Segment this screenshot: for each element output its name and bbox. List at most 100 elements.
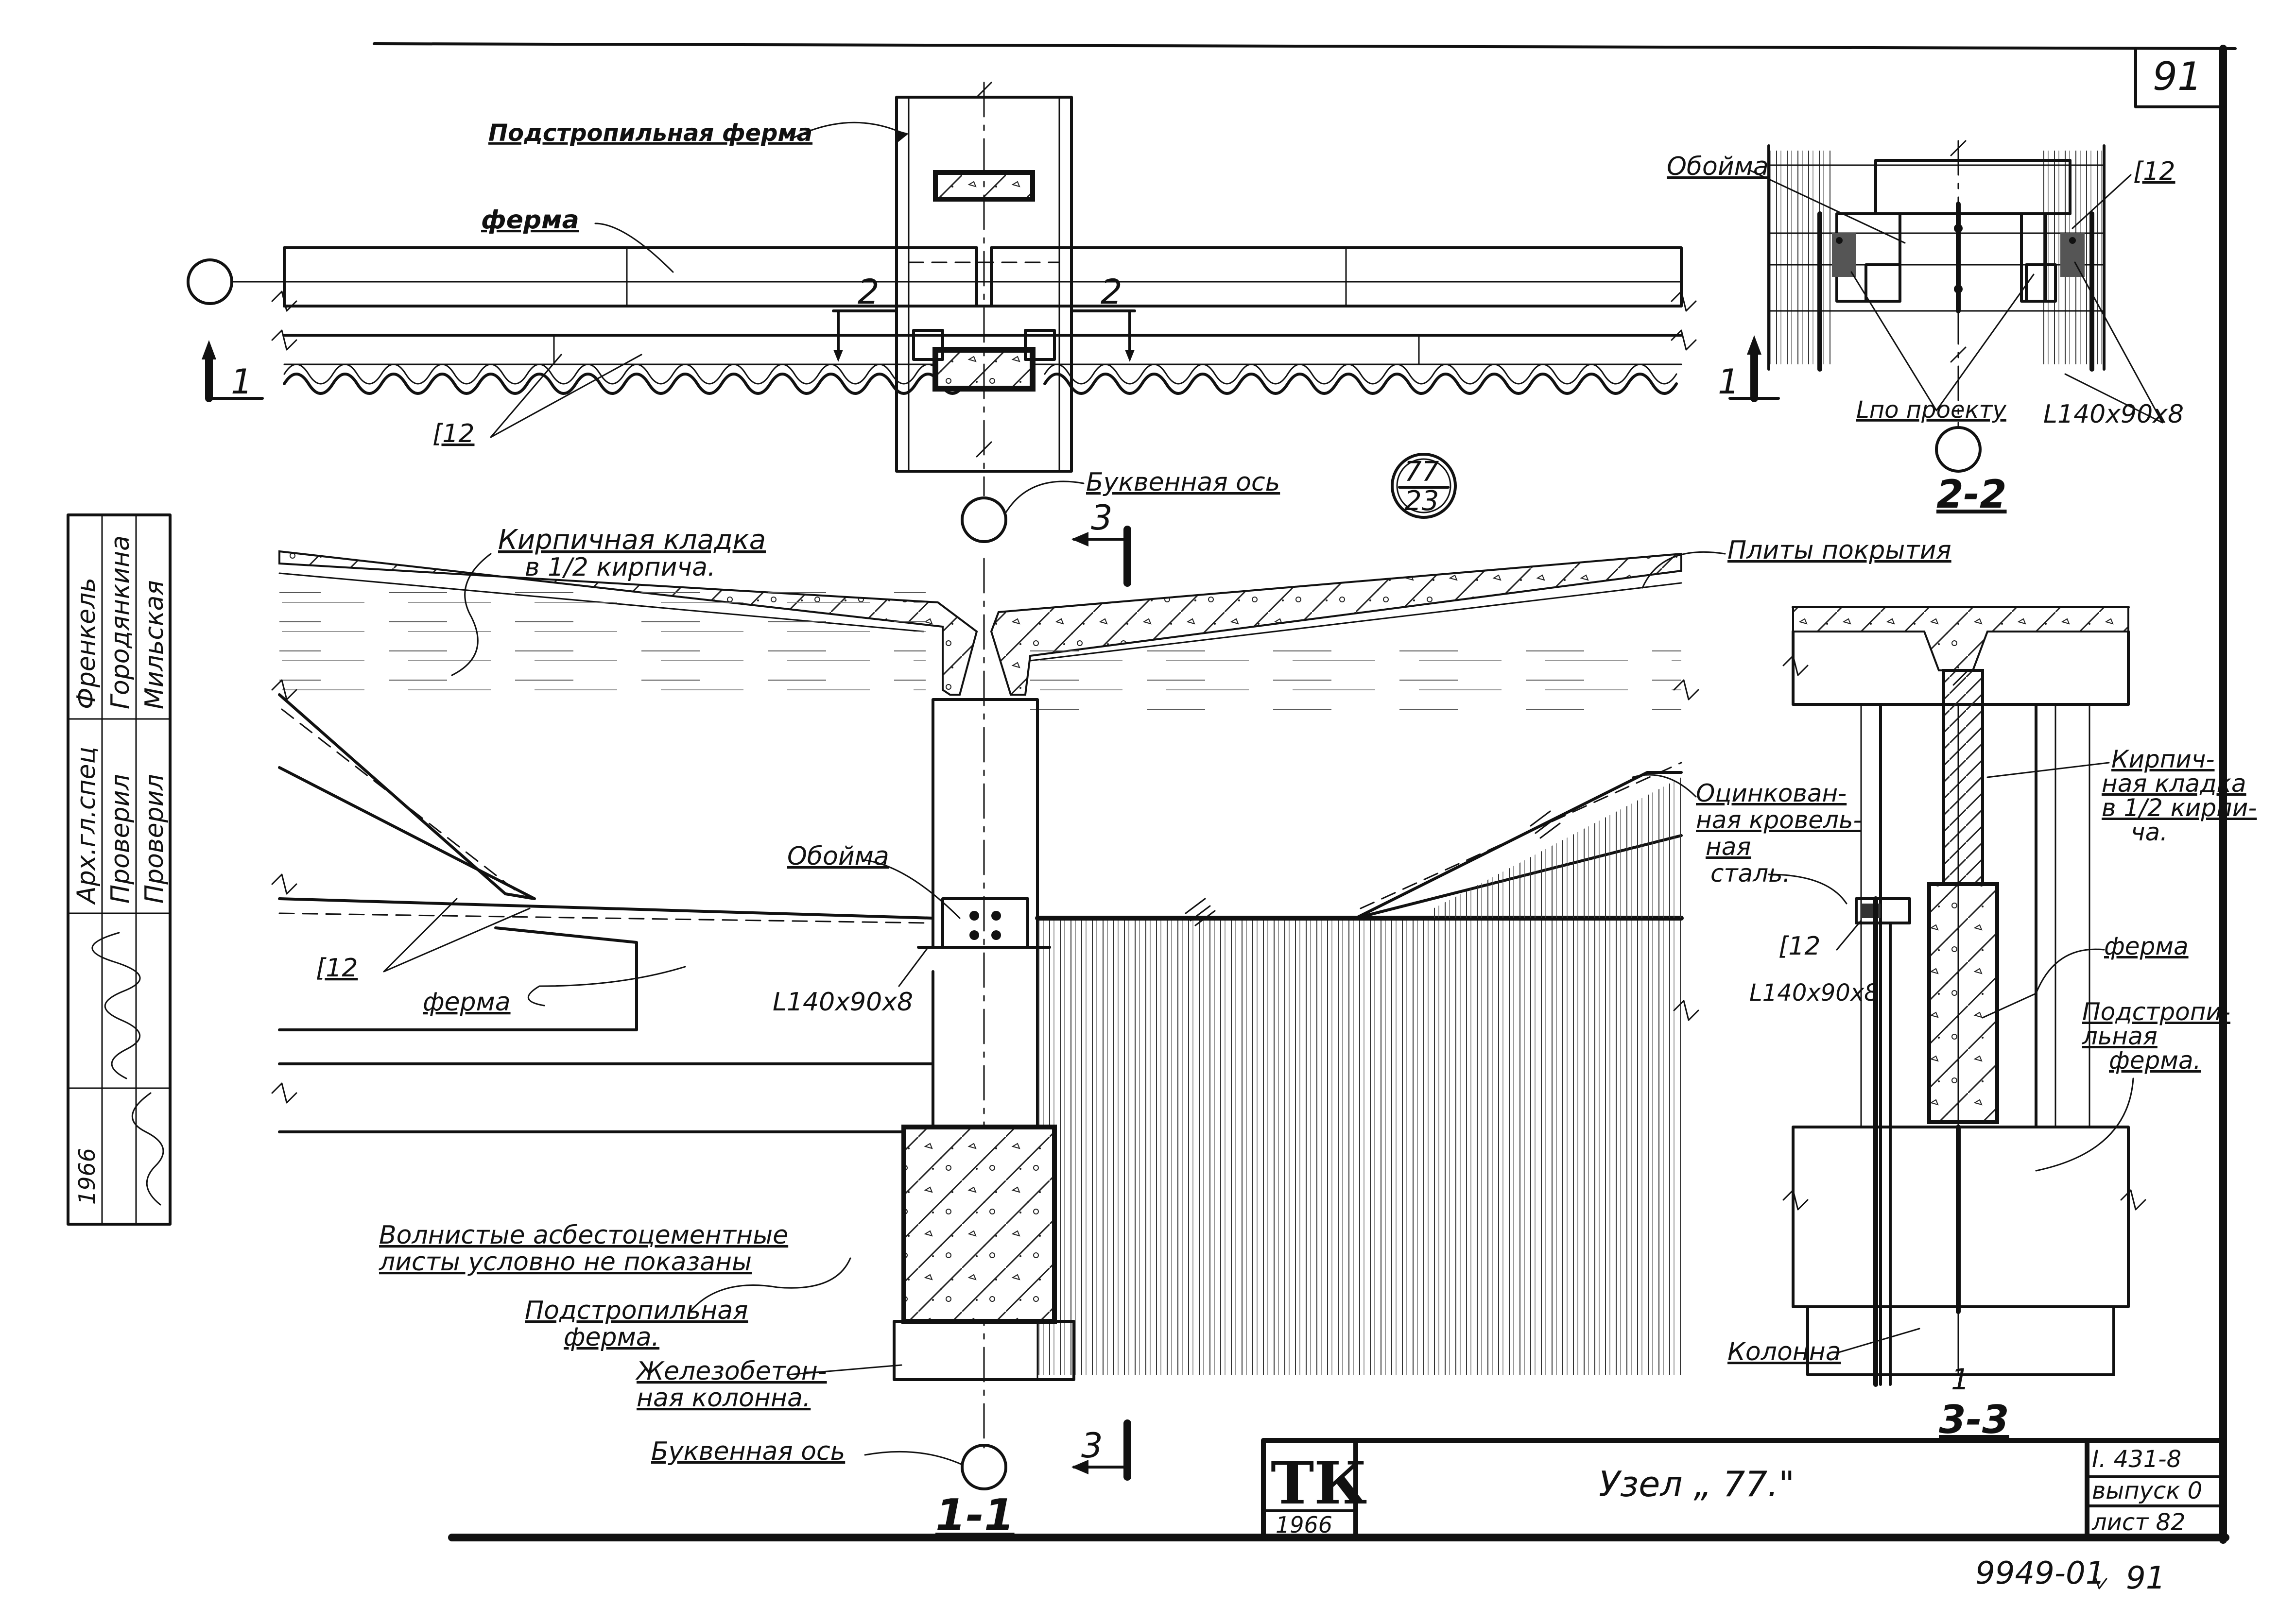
s33-label-kolonna: Колонна [1727,1337,1841,1367]
plan-leader-c12 [490,354,642,438]
side-stamp-role-1: Арх.гл.спец [72,747,101,905]
plan-label-podstrop-ferma: Подстропильная ферма [488,120,812,147]
s11-label-angle: L140x90x8 [773,988,913,1017]
s33-label-podstrop-1: Подстропи- [2082,998,2230,1026]
plan-axis-label: Буквенная ось [1086,468,1280,497]
s11-leader-ferma [528,966,686,1007]
title-block-title: Узел „ 77." [1599,1464,1795,1504]
title-block-series: I. 431-8 [2092,1446,2181,1473]
title-block-logo: ТК [1271,1449,1367,1518]
s11-label-zhb-2: ная колонна. [637,1384,811,1413]
s11-section-mark-3-bottom: 3 [1081,1426,1103,1466]
s33-label-kladka-3: в 1/2 кирпи- [2102,794,2257,822]
s33-leader-angle [1768,873,1847,905]
s11-label-plity: Плиты покрытия [1727,536,1951,565]
s33-label-kladka-4: ча. [2131,818,2168,846]
sheet-number: 91 [2153,54,2202,99]
s11-label-kladka-2: в 1/2 кирпича. [525,553,716,582]
node-mark-bottom: 23 [1404,485,1439,517]
title-block-sheet-ref: лист 82 [2091,1509,2186,1536]
s11-leader-kladka [451,553,492,676]
s11-rc-column [901,1125,1057,1324]
s11-leader-ocink [1632,774,1697,798]
side-stamp-role-3: Проверил [140,774,169,904]
node-mark-top: 77 [1404,456,1439,488]
s11-label-podstrop-2: ферма. [564,1323,659,1352]
side-stamp-name-2: Городянкина [106,535,135,709]
s11-label-ocink-2: ная кровель- [1696,806,1862,834]
s22-title: 2-2 [1936,472,2007,517]
section-2-2 [1728,140,2106,473]
plan-section-mark-2-left: 2 [858,272,880,312]
plan-section-mark-2-right: 2 [1101,272,1122,312]
s33-leader-podstrop [2035,1077,2134,1172]
s33-leader-c12 [1836,920,1862,951]
side-stamp-signature-2 [132,1092,164,1206]
s33-label-podstrop-2: льная [2082,1022,2158,1050]
plan-view: 2 2 1 [187,82,1697,543]
plan-label-c12: [12 [432,419,474,448]
s33-brick [1942,669,1984,886]
s11-label-volnist-1: Волнистые асбестоцементные [379,1221,788,1250]
node-mark [1391,453,1457,519]
s33-leader-kolonna [1836,1328,1920,1354]
s33-label-ferma: ферма [2104,932,2189,960]
s11-label-ocink-1: Оцинкован- [1696,779,1847,807]
s22-leader-oboima [1748,169,1906,244]
s11-slab-left [278,550,978,696]
side-stamp-role-2: Проверил [106,774,135,904]
plan-leader-ferma [594,222,674,273]
s11-leader-angle [898,946,929,987]
s11-title: 1-1 [935,1490,1015,1541]
s11-label-ocink-4: сталь. [1710,859,1791,888]
s11-leader-oboima [862,859,961,919]
s22-label-c12: [12 [2133,157,2175,186]
s22-label-angle: L140x90x8 [2043,400,2184,429]
plan-leader-axis [1005,480,1085,513]
s22-leader-angle [2064,261,2163,424]
side-stamp: Арх.гл.спец Френкель Проверил Городянкин… [67,513,172,1226]
plan-section-mark-1: 1 [231,362,253,402]
s33-label-angle: L140x90x8 [1749,979,1879,1007]
side-stamp-name-3: Мильская [140,580,169,709]
s11-axis-label: Буквенная ось [651,1437,845,1466]
plan-label-ferma: ферма [481,205,579,235]
s33-leader-ferma [1982,948,2105,1019]
s11-label-volnist-2: листы условно не показаны [379,1247,752,1277]
s33-label-podstrop-3: ферма. [2109,1046,2201,1075]
s11-label-zhb-1: Железобетон- [635,1357,827,1386]
s11-label-podstrop-1: Подстропильная [525,1296,748,1325]
side-stamp-signature-1 [91,932,141,1079]
s11-label-kladka-1: Кирпичная кладка [498,524,766,556]
s11-section-mark-3-top: 3 [1091,498,1113,538]
s11-leader-plity [1641,551,1726,589]
s11-label-ferma: ферма [423,988,511,1017]
title-block-year: 1966 [1276,1512,1332,1538]
side-stamp-year: 1966 [74,1148,100,1205]
title-block [1261,1438,2226,1540]
archive-stamp-page: 91 [2126,1560,2165,1596]
s22-label-oboima: Обойма [1667,152,1769,181]
s22-label-l-proekt: Lпо проекту [1856,396,2006,424]
archive-stamp-number: 9949-01 [1975,1555,2105,1591]
s33-label-kladka-2: ная кладка [2102,769,2246,798]
section-3-3 [1782,606,2146,1387]
s33-label-c12: [12 [1778,932,1820,961]
s22-mark-1: 1 [1718,362,1740,402]
s33-title: 3-3 [1939,1397,2009,1442]
s33-label-kladka-1: Кирпич- [2111,745,2215,773]
s33-leader-kladka [1986,762,2110,778]
s33-slab [1792,606,2129,671]
plan-leader-podstrop [791,121,905,139]
section-1-1 [271,526,1699,1490]
s11-label-c12: [12 [316,954,358,983]
s11-label-oboima: Обойма [787,842,889,871]
archive-stamp-tick [2093,1573,2107,1589]
s11-leader-podstrop [689,1257,851,1313]
title-block-issue: выпуск 0 [2092,1477,2202,1504]
s11-leader-zhb [786,1364,902,1376]
s33-concrete-section [1927,882,1999,1124]
s11-leader-axis [864,1451,963,1466]
side-stamp-name-1: Френкель [72,578,101,709]
